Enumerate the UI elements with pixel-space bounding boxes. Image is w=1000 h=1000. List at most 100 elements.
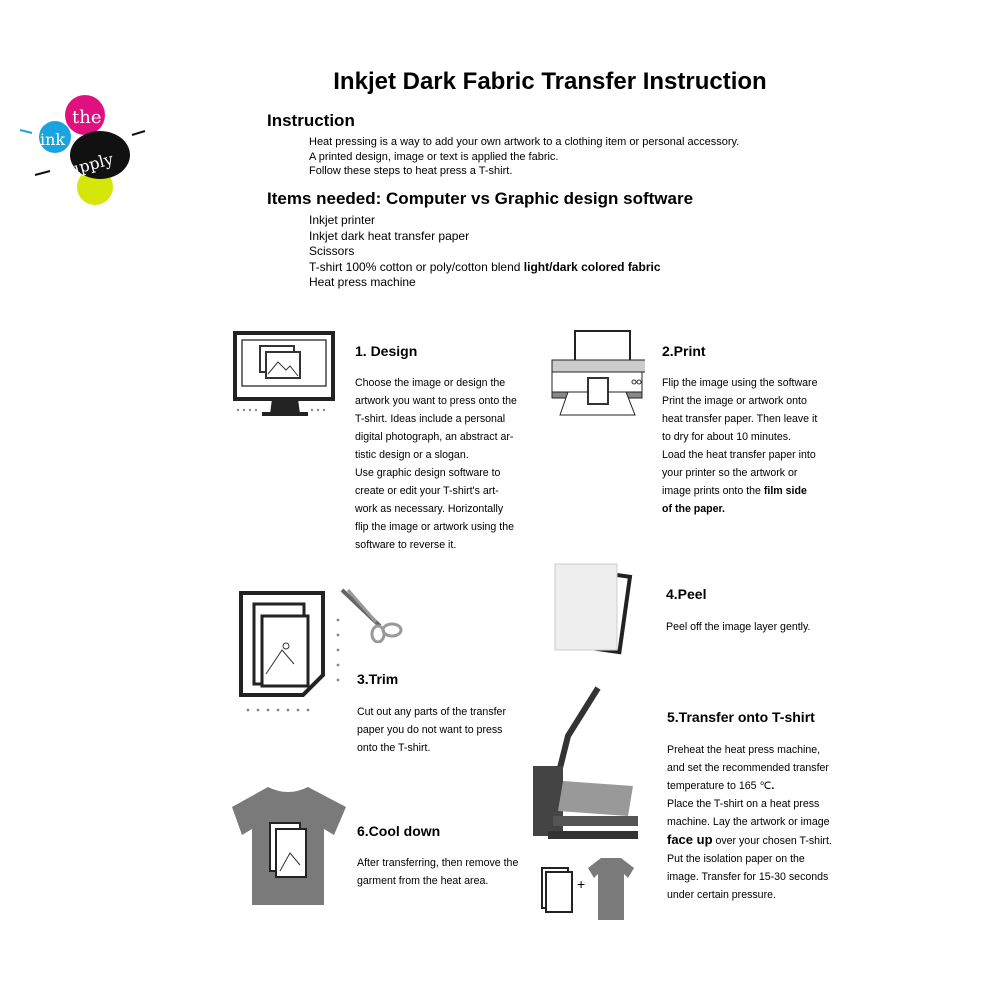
text: Flip the image using the software [662,377,818,389]
text: temperature to 165 ℃ [667,780,772,792]
items-list: Inkjet printer Inkjet dark heat transfer… [309,213,661,291]
step-text-cool-down: After transferring, then remove the garme… [357,854,518,890]
text: After transferring, then remove the [357,857,519,869]
step-text-line: flip the image or artwork using the [355,518,517,536]
step-text-line: image. Transfer for 15-30 seconds [667,868,832,886]
scissors-icon [340,588,405,648]
instruction-line: A printed design, image or text is appli… [309,150,559,163]
step-text-line: digital photograph, an abstract ar- [355,428,517,446]
svg-text:the: the [72,107,101,128]
text: flip the image or artwork using the [355,521,514,533]
step-text-line: Preheat the heat press machine, [667,741,832,759]
step-title-print: 2.Print [662,343,706,359]
step-text-line: Peel off the image layer gently. [666,618,810,636]
step-text-line: T-shirt. Ideas include a personal [355,410,517,428]
text: artwork you want to press onto the [355,395,517,407]
instruction-line: Heat pressing is a way to add your own a… [309,136,740,148]
item-text: T-shirt 100% cotton or poly/cotton blend [309,259,524,274]
monitor-icon [232,330,337,425]
step-text-design: Choose the image or design the artwork yo… [355,374,517,554]
step-text-peel: Peel off the image layer gently. [666,618,810,636]
printer-icon [550,330,653,425]
bold-text: face up [667,832,713,847]
step-text-line: work as necessary. Horizontally [355,500,517,518]
step-text-line: Print the image or artwork onto [662,392,817,410]
step-text-line: Place the T-shirt on a heat press [667,795,832,813]
list-item: Inkjet dark heat transfer paper [309,228,470,243]
step-text-line: and set the recommended transfer [667,759,832,777]
text: Put the isolation paper on the [667,853,805,865]
item-bold-text: light/dark colored fabric [523,259,661,274]
step-text-line: face up over your chosen T-shirt. [667,831,832,850]
step-text-line: software to reverse it. [355,536,517,554]
step-text-line: heat transfer paper. Then leave it [662,410,817,428]
text: Place the T-shirt on a heat press [667,798,820,810]
step-text-line: Use graphic design software to [355,464,517,482]
bold-text: film side [763,485,807,497]
text: software to reverse it. [355,539,457,551]
text: Use graphic design software to [355,467,501,479]
step-text-line: your printer so the artwork or [662,464,817,482]
step-text-transfer: Preheat the heat press machine, and set t… [667,741,832,904]
plus-sign: + [577,876,586,892]
text: Load the heat transfer paper into [662,449,816,461]
transfer-artwork-icon [540,866,574,919]
text: Preheat the heat press machine, [667,744,821,756]
step-text-line: Put the isolation paper on the [667,850,832,868]
list-item: Heat press machine [309,275,416,289]
text: under certain pressure. [667,889,776,901]
step-text-line: of the paper. [662,500,817,518]
text: Peel off the image layer gently. [666,621,811,633]
step-text-line: to dry for about 10 minutes. [662,428,817,446]
step-text-line: Load the heat transfer paper into [662,446,817,464]
step-title-cool-down: 6.Cool down [357,823,441,839]
step-text-trim: Cut out any parts of the transfer paper y… [357,703,506,757]
text: and set the recommended transfer [667,762,829,774]
text: paper you do not want to press [357,724,503,736]
page-title: Inkjet Dark Fabric Transfer Instruction [333,68,767,95]
step-title-design: 1. Design [355,343,418,359]
step-text-line: onto the T-shirt. [357,739,506,757]
text: Choose the image or design the [355,377,506,389]
list-item: Inkjet printer [309,213,376,227]
text: work as necessary. Horizontally [355,503,504,515]
step-text-line: tistic design or a slogan. [355,446,517,464]
step-text-line: image prints onto the film side [662,482,817,500]
step-text-line: garment from the heat area. [357,872,518,890]
step-text-line: Choose the image or design the [355,374,517,392]
text: onto the T-shirt. [357,742,431,754]
items-needed-heading: Items needed: Computer vs Graphic design… [267,189,694,208]
text: tistic design or a slogan. [355,449,469,461]
trim-paper-icon [238,590,348,723]
text: digital photograph, an abstract ar- [355,431,514,443]
text: Cut out any parts of the transfer [357,706,506,718]
instruction-text: Heat pressing is a way to add your own a… [309,135,739,179]
text: T-shirt. Ideas include a personal [355,413,506,425]
text: garment from the heat area. [357,875,489,887]
step-text-line: Cut out any parts of the transfer [357,703,506,721]
instruction-heading: Instruction [267,111,355,130]
step-text-line: create or edit your T-shirt's art- [355,482,517,500]
step-title-peel: 4.Peel [666,586,707,602]
step-text-line: Flip the image using the software [662,374,817,392]
list-item: T-shirt 100% cotton or poly/cotton blend… [309,260,661,276]
the-ink-supply-logo: the ink supply [19,95,150,215]
text: your printer so the artwork or [662,467,798,479]
text: over your chosen T-shirt. [712,835,832,847]
text: image prints onto the [662,485,764,497]
step-text-line: paper you do not want to press [357,721,506,739]
transfer-paper-peel-image [553,560,633,660]
bold-text: of the paper. [662,503,725,515]
step-text-line: After transferring, then remove the [357,854,518,872]
step-title-transfer: 5.Transfer onto T-shirt [667,709,815,725]
step-text-line: machine. Lay the artwork or image [667,813,832,831]
list-item: Scissors [309,244,355,258]
step-text-line: artwork you want to press onto the [355,392,517,410]
text: create or edit your T-shirt's art- [355,485,499,497]
step-text-line: under certain pressure. [667,886,832,904]
heat-press-machine-image [528,686,638,851]
step-text-line: temperature to 165 ℃. [667,777,832,795]
instruction-line: Follow these steps to heat press a T-shi… [309,165,513,177]
text: heat transfer paper. Then leave it [662,413,818,425]
